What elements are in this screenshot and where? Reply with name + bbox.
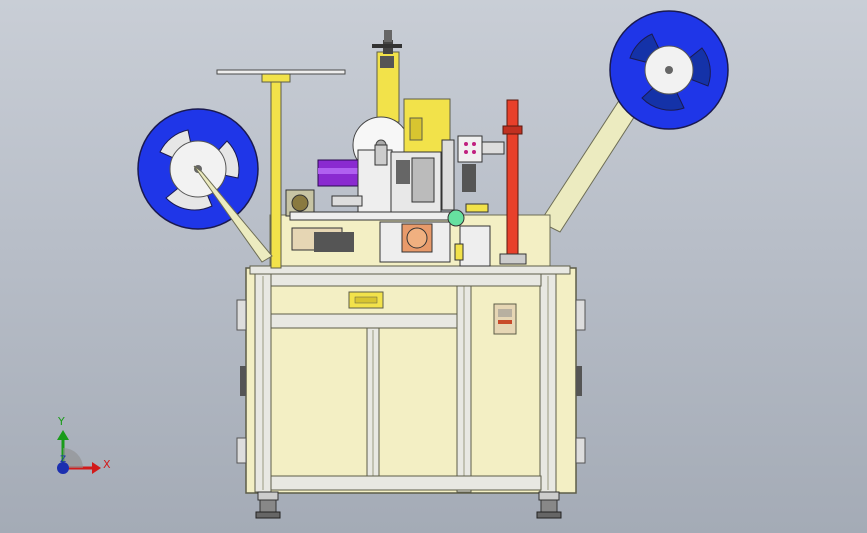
red-guide-post [499, 99, 527, 265]
caster-feet [255, 491, 562, 519]
mechanism-cluster [285, 135, 505, 267]
triad-y-label: Y [58, 415, 65, 428]
triad-z-label: Z [60, 455, 67, 465]
vertical-slide-assembly [372, 30, 402, 123]
orientation-triad [57, 430, 101, 474]
left-reel-arm [193, 165, 273, 263]
main-cabinet [236, 265, 586, 519]
panel-plate [493, 303, 517, 335]
right-tape-reel [609, 10, 729, 130]
right-reel-arm [539, 95, 641, 233]
triad-x-label: X [103, 458, 111, 471]
left-upright-post [216, 69, 346, 269]
